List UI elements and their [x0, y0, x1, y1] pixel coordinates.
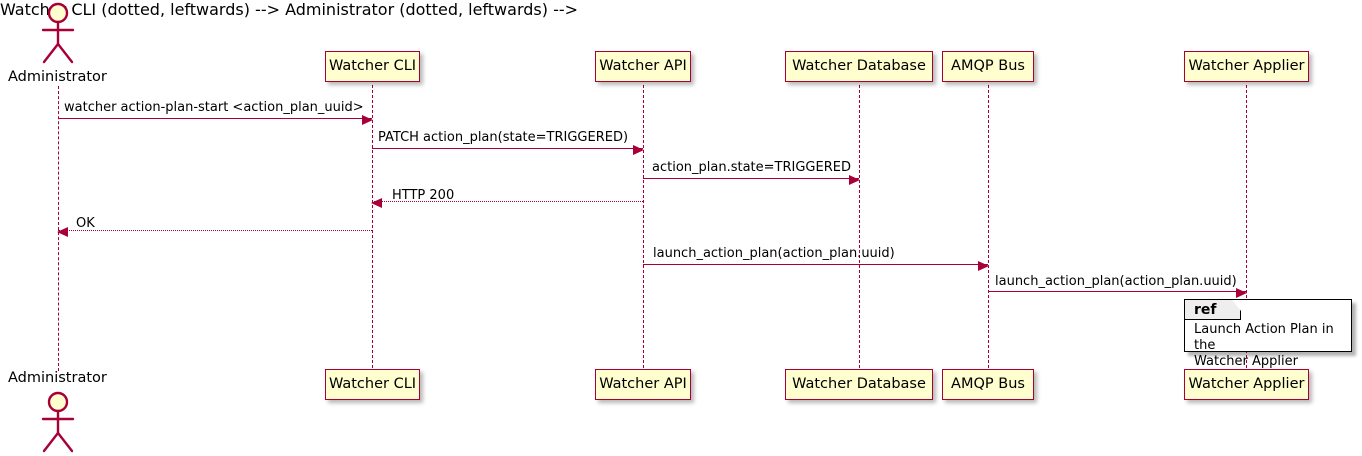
- participant-label-watcher-applier-bottom: Watcher Applier: [1188, 376, 1305, 393]
- arrowhead-left-4: [371, 197, 382, 208]
- participant-box-watcher-api-bottom[interactable]: Watcher API: [595, 369, 691, 400]
- participant-label-watcher-database-top: Watcher Database: [792, 58, 926, 75]
- participant-label-amqp-bus-bottom: AMQP Bus: [951, 376, 1025, 393]
- arrowhead-right-1: [362, 114, 373, 125]
- message-arrow-4: [371, 197, 643, 208]
- message-arrow-2: [372, 144, 644, 155]
- participant-label-watcher-cli-bottom: Watcher CLI: [328, 376, 417, 393]
- participant-box-amqp-bus-top[interactable]: AMQP Bus: [942, 51, 1034, 82]
- message-label-6: launch_action_plan(action_plan.uuid): [653, 246, 895, 261]
- message-arrow-6: [643, 260, 989, 271]
- participant-box-watcher-cli-top[interactable]: Watcher CLI: [325, 51, 420, 82]
- participant-label-watcher-api-top: Watcher API: [599, 58, 687, 75]
- message-arrow-3: [643, 174, 860, 185]
- arrowhead-right-7: [1236, 287, 1247, 298]
- lifeline-watcher-database: [859, 85, 860, 368]
- participant-label-watcher-applier-top: Watcher Applier: [1188, 58, 1305, 75]
- ref-fragment-keyword: ref: [1194, 301, 1217, 318]
- participant-box-watcher-cli-bottom[interactable]: Watcher CLI: [325, 369, 420, 400]
- participant-label-watcher-cli-top: Watcher CLI: [328, 58, 417, 75]
- actor-label-administrator-top: Administrator: [8, 69, 107, 85]
- participant-box-watcher-applier-bottom[interactable]: Watcher Applier: [1184, 369, 1309, 400]
- lifeline-amqp-bus: [988, 85, 989, 368]
- participant-box-watcher-database-top[interactable]: Watcher Database: [785, 51, 933, 82]
- message-arrow-7: [988, 287, 1247, 298]
- message-arrow-1: [58, 114, 373, 125]
- message-label-1: watcher action-plan-start <action_plan_u…: [64, 100, 364, 115]
- ref-fragment-tab: ref: [1185, 300, 1241, 320]
- message-label-4: HTTP 200: [392, 188, 455, 203]
- message-label-2: PATCH action_plan(state=TRIGGERED): [378, 130, 629, 145]
- ref-fragment-text: Launch Action Plan in the Watcher Applie…: [1194, 322, 1334, 369]
- arrowhead-right-2: [633, 144, 644, 155]
- participant-box-watcher-database-bottom[interactable]: Watcher Database: [785, 369, 933, 400]
- lifeline-watcher-applier: [1246, 85, 1247, 368]
- ref-fragment: ref Launch Action Plan in the Watcher Ap…: [1184, 299, 1352, 369]
- lifeline-watcher-cli: [372, 85, 373, 368]
- participant-box-watcher-api-top[interactable]: Watcher API: [595, 51, 691, 82]
- participant-box-watcher-applier-top[interactable]: Watcher Applier: [1184, 51, 1309, 82]
- participant-label-amqp-bus-top: AMQP Bus: [951, 58, 1025, 75]
- participant-label-watcher-api-bottom: Watcher API: [599, 376, 687, 393]
- arrowhead-right-6: [978, 260, 989, 271]
- arrowhead-right-3: [849, 174, 860, 185]
- actor-label-administrator-bottom: Administrator: [8, 370, 107, 386]
- participant-label-watcher-database-bottom: Watcher Database: [792, 376, 926, 393]
- actor-administrator-top: [36, 2, 82, 64]
- lifeline-watcher-api: [643, 85, 644, 368]
- message-label-3: action_plan.state=TRIGGERED: [652, 160, 851, 175]
- message-label-7: launch_action_plan(action_plan.uuid): [995, 274, 1237, 289]
- arrowhead-left-5: [57, 226, 68, 237]
- message-label-5: OK: [76, 216, 95, 231]
- actor-administrator-bottom: [36, 391, 82, 453]
- message-arrow-5: [57, 226, 372, 237]
- participant-box-amqp-bus-bottom[interactable]: AMQP Bus: [942, 369, 1034, 400]
